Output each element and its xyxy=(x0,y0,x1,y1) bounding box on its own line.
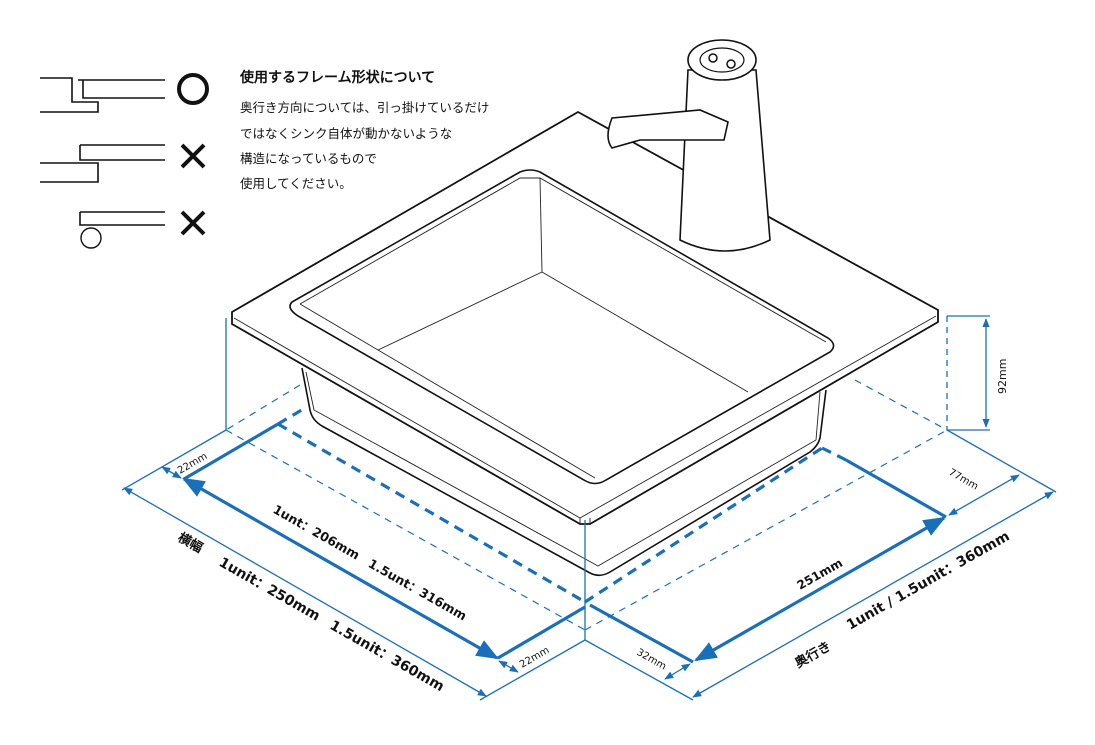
height-label: 92mm xyxy=(996,359,1009,394)
depth-outer-label: 1unit / 1.5unit：360mm xyxy=(844,528,1012,633)
legend-line: 使用してください。 xyxy=(240,176,352,191)
legend-line: ではなくシンク自体が動かないような xyxy=(240,126,452,141)
legend-title: 使用するフレーム形状について xyxy=(239,69,435,86)
faucet xyxy=(607,39,771,252)
frame-shape-ok-icon xyxy=(40,73,209,113)
legend-line: 奥行き方向については、引っ掛けているだけ xyxy=(240,100,489,115)
dimension-lines xyxy=(121,315,1057,701)
depth-front-label: 32mm xyxy=(635,647,668,672)
depth-inner-label: 251mm xyxy=(795,556,845,593)
legend-line: 構造になっているもので xyxy=(240,151,377,166)
frame-shape-ng-icon-2 xyxy=(79,210,206,249)
width-title-label: 横幅 xyxy=(175,530,206,557)
left-margin-bottom-label: 22mm xyxy=(518,645,551,671)
depth-back-label: 77mm xyxy=(947,467,980,492)
depth-title-label: 奥行き xyxy=(792,638,834,671)
frame-shape-ng-icon-1 xyxy=(40,143,206,183)
width-outer-label: 1unit：250mm 1.5unit：360mm xyxy=(216,555,447,695)
